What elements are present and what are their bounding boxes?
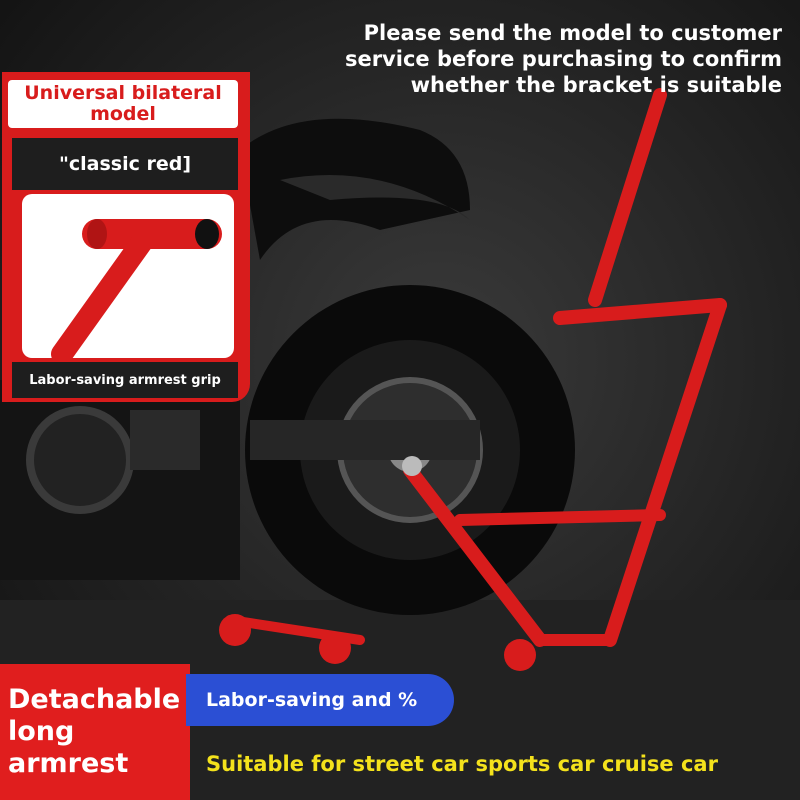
- variant-label: "classic red]: [12, 138, 238, 190]
- armrest-line-1: Detachable: [8, 684, 181, 715]
- armrest-line-3: armrest: [8, 748, 129, 779]
- purchase-notice: Please send the model to customer servic…: [312, 20, 782, 98]
- notice-line-2: service before purchasing to confirm: [344, 47, 782, 71]
- labor-saving-badge: Labor-saving and %: [186, 674, 454, 726]
- armrest-panel: [0, 664, 190, 800]
- model-badge: Universal bilateral model: [8, 80, 238, 128]
- grip-product-photo: [22, 194, 234, 358]
- notice-line-3: whether the bracket is suitable: [410, 73, 782, 97]
- red-paddock-stand: [225, 88, 727, 647]
- suitable-vehicles-text: Suitable for street car sports car cruis…: [206, 752, 718, 776]
- model-badge-line-1: Universal bilateral: [24, 82, 222, 104]
- grip-caption: Labor-saving armrest grip: [12, 362, 238, 398]
- t-handle-grip-image: [51, 219, 222, 358]
- stand-wheels: [219, 456, 536, 671]
- model-badge-line-2: model: [90, 103, 156, 125]
- armrest-line-2: long: [8, 716, 75, 747]
- detachable-armrest-label: Detachable long armrest: [8, 684, 188, 780]
- motorcycle: [0, 118, 575, 615]
- notice-line-1: Please send the model to customer: [363, 21, 782, 45]
